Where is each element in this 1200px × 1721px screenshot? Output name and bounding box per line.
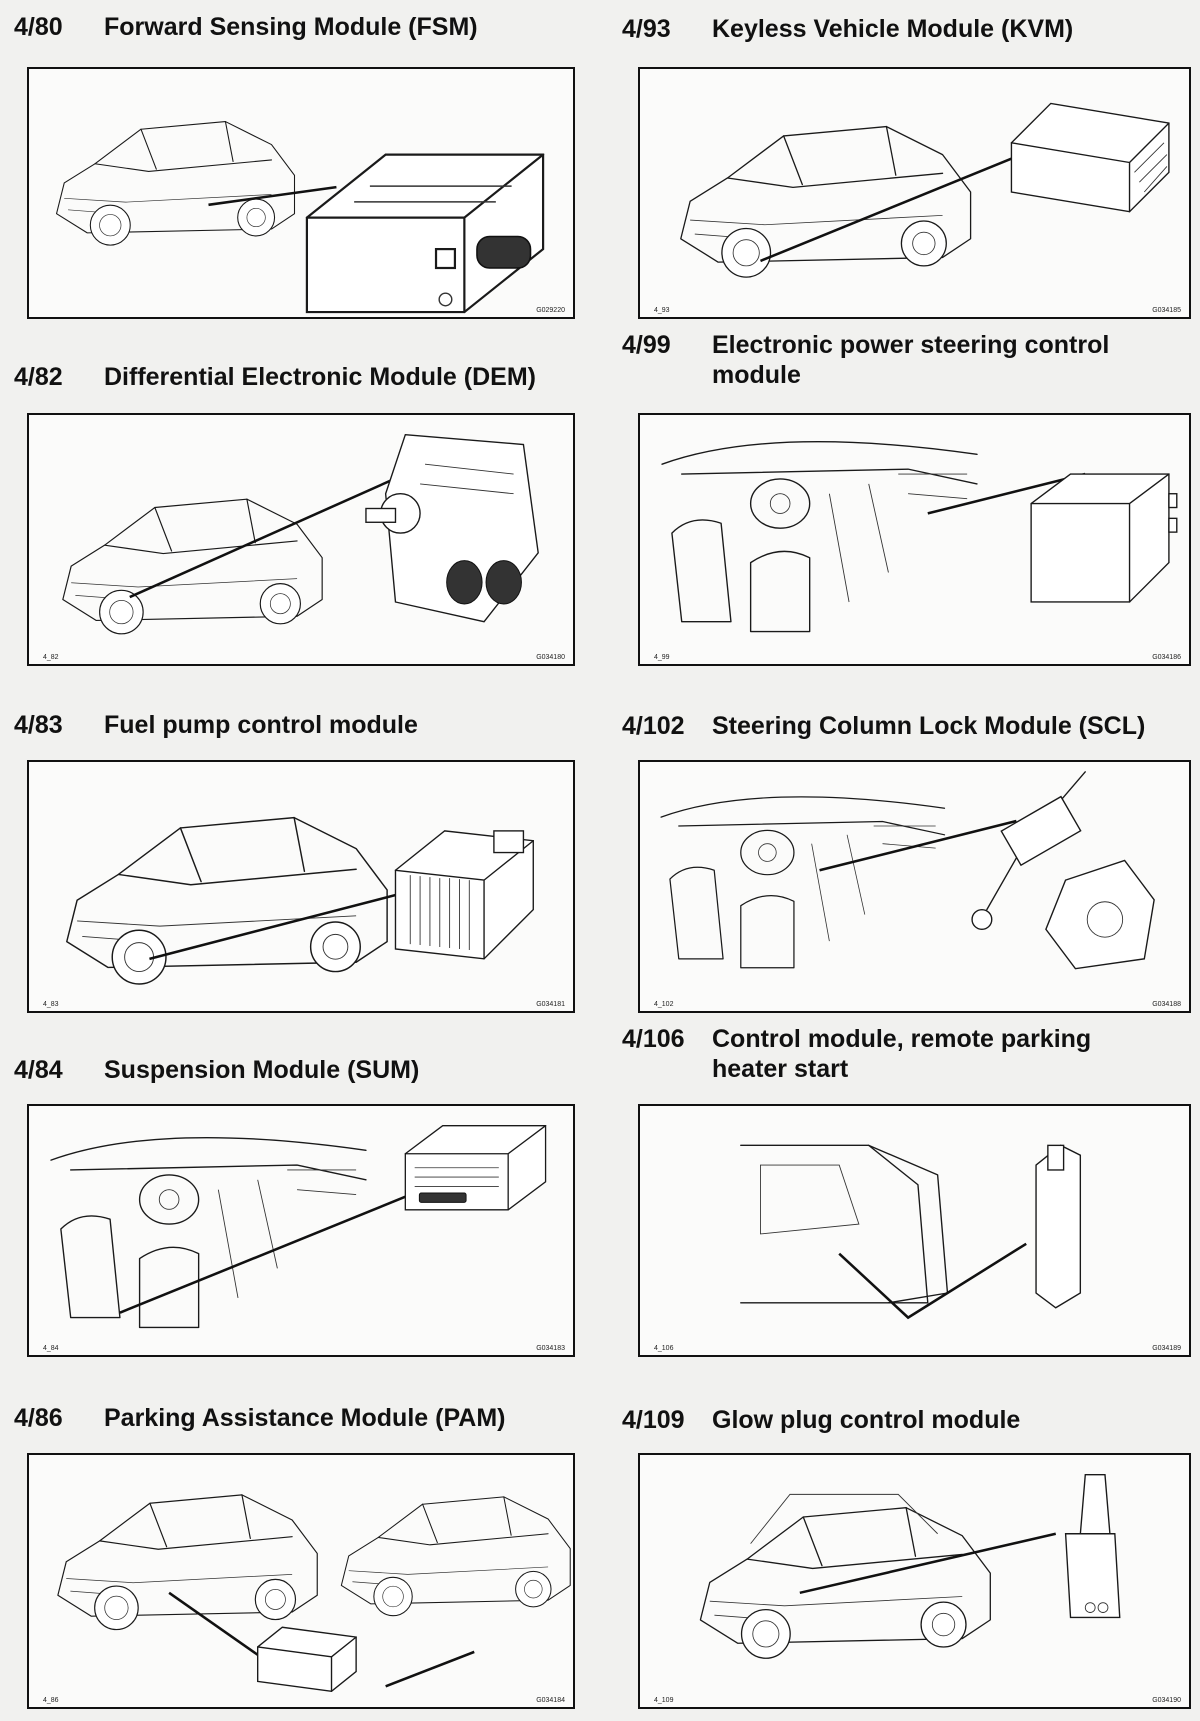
figure-code-left: 4_93	[654, 307, 670, 314]
entry-title-line2: module	[712, 361, 801, 389]
illustration-frame: 4_99 G034186	[638, 413, 1191, 666]
entry-title: Electronic power steering control	[712, 331, 1110, 359]
entry-title-line2: heater start	[712, 1055, 849, 1083]
figure-code-left: 4_84	[43, 1345, 59, 1352]
entry-title: Parking Assistance Module (PAM)	[104, 1404, 506, 1432]
entry-number: 4/80	[14, 13, 63, 41]
illustration-frame: G029220	[27, 67, 575, 319]
power-steering-illustration	[661, 441, 1178, 633]
entry-title: Keyless Vehicle Module (KVM)	[712, 15, 1074, 43]
figure-code: G034184	[536, 1697, 565, 1704]
illustration-frame: 4_106 G034189	[638, 1104, 1191, 1357]
entry-title: Glow plug control module	[712, 1406, 1021, 1434]
figure-code: G034188	[1152, 1001, 1181, 1008]
figure-code-left: 4_106	[654, 1345, 674, 1352]
figure-code: G034180	[536, 654, 565, 661]
illustration-frame: 4_83 G034181	[27, 760, 575, 1013]
figure-code-left: 4_86	[43, 1697, 59, 1704]
entry-number: 4/102	[622, 712, 685, 740]
glow-plug-illustration	[699, 1473, 1121, 1659]
figure-code: G029220	[536, 307, 565, 314]
kvm-illustration	[680, 102, 1170, 278]
figure-code: G034181	[536, 1001, 565, 1008]
fuel-pump-illustration	[66, 816, 534, 985]
figure-code-left: 4_102	[654, 1001, 674, 1008]
figure-code: G034189	[1152, 1345, 1181, 1352]
figure-code: G034190	[1152, 1697, 1181, 1704]
suspension-module-illustration	[50, 1125, 547, 1329]
entry-number: 4/84	[14, 1056, 63, 1084]
entry-title: Differential Electronic Module (DEM)	[104, 363, 536, 391]
figure-code: G034186	[1152, 654, 1181, 661]
illustration-frame: 4_93 G034185	[638, 67, 1191, 319]
illustration-frame: 4_102 G034188	[638, 760, 1191, 1013]
entry-number: 4/93	[622, 15, 671, 43]
entry-title: Forward Sensing Module (FSM)	[104, 13, 478, 41]
entry-title: Fuel pump control module	[104, 711, 418, 739]
entry-title: Suspension Module (SUM)	[104, 1056, 420, 1084]
figure-code: G034185	[1152, 307, 1181, 314]
entry-number: 4/99	[622, 331, 671, 359]
figure-code: G034183	[536, 1345, 565, 1352]
entry-number: 4/82	[14, 363, 63, 391]
entry-number: 4/83	[14, 711, 63, 739]
illustration-frame: 4_84 G034183	[27, 1104, 575, 1357]
figure-code-left: 4_83	[43, 1001, 59, 1008]
entry-title: Steering Column Lock Module (SCL)	[712, 712, 1146, 740]
figure-code-left: 4_82	[43, 654, 59, 661]
figure-code-left: 4_99	[654, 654, 670, 661]
figure-code-left: 4_109	[654, 1697, 674, 1704]
illustration-frame: 4_109 G034190	[638, 1453, 1191, 1709]
entry-number: 4/106	[622, 1025, 685, 1053]
entry-number: 4/86	[14, 1404, 63, 1432]
illustration-frame: 4_86 G034184	[27, 1453, 575, 1709]
entry-title: Control module, remote parking	[712, 1025, 1092, 1053]
dem-illustration	[62, 433, 539, 635]
parking-heater-illustration	[740, 1144, 1082, 1320]
entry-number: 4/109	[622, 1406, 685, 1434]
parking-assistance-illustration	[57, 1494, 571, 1692]
fsm-illustration	[56, 121, 545, 314]
illustration-frame: 4_82 G034180	[27, 413, 575, 666]
steering-lock-illustration	[660, 771, 1155, 970]
